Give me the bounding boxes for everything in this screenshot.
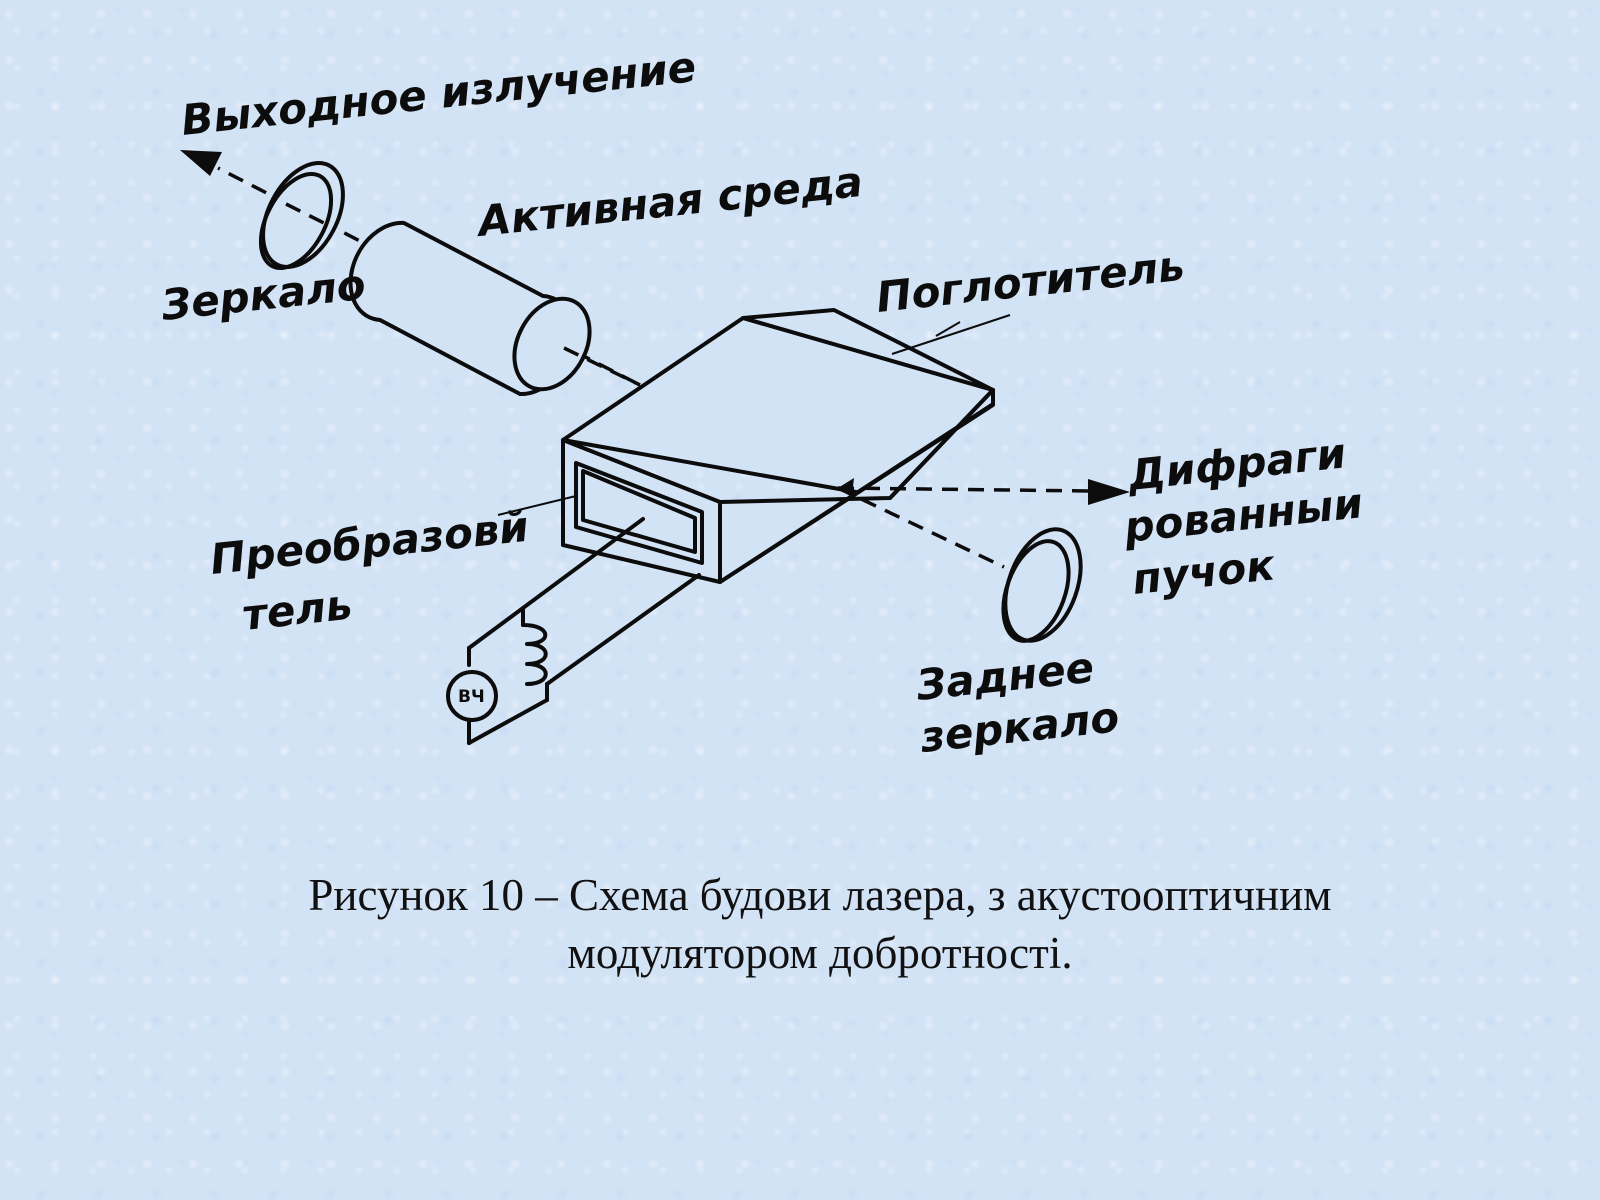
rf-generator-icon [446,670,498,722]
rf-circuit: ВЧ [446,517,701,745]
front-mirror [258,161,345,271]
rf-generator-label: ВЧ [458,687,485,707]
figure-caption: Рисунок 10 – Схема будови лазера, з акус… [200,866,1440,982]
label-active-medium: Активная среда [473,157,865,246]
caption-line-2: модулятором добротності. [567,928,1073,978]
label-transducer-1: Преобразовй [208,502,531,584]
label-mirror: Зеркало [158,260,368,330]
caption-line-1: Рисунок 10 – Схема будови лазера, з акус… [308,870,1332,920]
active-medium-rod [348,220,641,397]
label-absorber: Поглотитель [874,241,1187,322]
label-transducer-2: тель [240,580,355,640]
label-output-radiation: Выходное излучение [179,42,698,145]
rear-mirror [1001,527,1083,643]
diffracted-beam [837,478,1130,569]
label-diffracted-beam-3: пучок [1130,540,1278,604]
modulator-block [497,308,1011,584]
